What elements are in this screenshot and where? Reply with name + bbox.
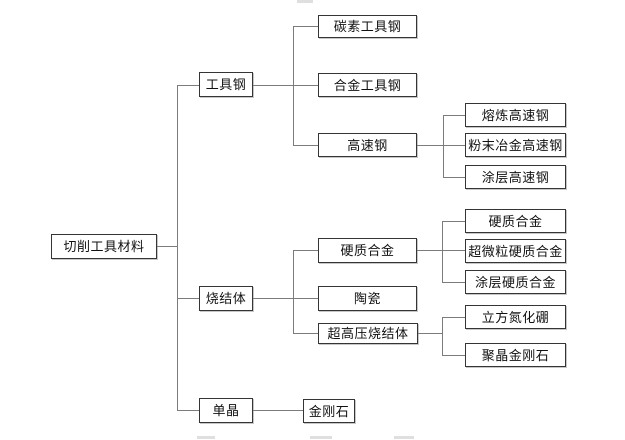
node-label-single-crystal: 单晶 <box>212 403 240 418</box>
cropped-caption-fragment <box>197 436 215 439</box>
connector-line <box>442 317 465 319</box>
node-label-diamond: 金刚石 <box>308 403 350 419</box>
node-label-coated-carbide: 涂层硬质合金 <box>474 274 556 290</box>
node-ceramic: 陶瓷 <box>318 286 417 311</box>
connector-line <box>418 333 442 335</box>
node-carbide-group: 硬质合金 <box>318 238 417 263</box>
node-label-coated-hss: 涂层高速钢 <box>481 169 550 185</box>
connector-line <box>293 333 318 335</box>
node-label-tool-steel: 工具钢 <box>205 77 247 92</box>
node-label-carbide-group: 硬质合金 <box>340 243 395 258</box>
cropped-caption-fragment <box>297 0 313 3</box>
connector-line <box>156 246 178 248</box>
node-coated-hss: 涂层高速钢 <box>465 165 566 189</box>
node-label-pcd: 聚晶金刚石 <box>481 347 550 363</box>
connector-line <box>443 115 445 177</box>
node-high-speed-steel: 高速钢 <box>318 133 417 157</box>
node-label-carbon-tool-steel: 碳素工具钢 <box>333 19 402 34</box>
node-tool-steel: 工具钢 <box>199 72 253 97</box>
node-ultrafine-carbide: 超微粒硬质合金 <box>465 239 566 263</box>
cropped-caption-fragment <box>394 436 414 439</box>
node-label-pm-hss: 粉末冶金高速钢 <box>468 137 563 153</box>
node-pcd: 聚晶金刚石 <box>465 343 566 367</box>
connector-line <box>293 26 295 145</box>
connector-line <box>177 85 179 410</box>
node-carbon-tool-steel: 碳素工具钢 <box>318 15 417 38</box>
node-carbide: 硬质合金 <box>465 209 566 233</box>
node-melted-hss: 熔炼高速钢 <box>465 103 566 127</box>
node-label-melted-hss: 熔炼高速钢 <box>481 107 550 123</box>
node-label-carbide: 硬质合金 <box>488 213 543 229</box>
connector-line <box>442 317 444 355</box>
node-diamond: 金刚石 <box>303 399 355 423</box>
node-label-uhp-sintered: 超高压烧结体 <box>327 326 409 341</box>
connector-line <box>293 26 318 28</box>
node-coated-carbide: 涂层硬质合金 <box>465 270 566 294</box>
connector-line <box>442 221 444 282</box>
node-label-ultrafine-carbide: 超微粒硬质合金 <box>468 243 563 259</box>
connector-line <box>417 145 465 147</box>
connector-line <box>253 410 303 412</box>
node-label-alloy-tool-steel: 合金工具钢 <box>333 77 402 93</box>
connector-line <box>177 85 199 87</box>
node-alloy-tool-steel: 合金工具钢 <box>318 73 417 97</box>
connector-line <box>177 298 199 300</box>
node-sintered-body: 烧结体 <box>199 286 253 311</box>
node-label-cbn: 立方氮化硼 <box>481 309 550 325</box>
node-root: 切削工具材料 <box>51 234 157 259</box>
connector-line <box>443 115 465 117</box>
node-single-crystal: 单晶 <box>199 398 253 423</box>
connector-line <box>253 85 318 87</box>
connector-line <box>293 145 318 147</box>
node-pm-hss: 粉末冶金高速钢 <box>465 133 566 157</box>
node-label-root: 切削工具材料 <box>63 239 145 254</box>
connector-line <box>443 177 465 179</box>
node-cbn: 立方氮化硼 <box>465 305 566 329</box>
connector-line <box>442 282 465 284</box>
connector-line <box>442 355 465 357</box>
node-label-sintered-body: 烧结体 <box>205 291 247 306</box>
node-uhp-sintered: 超高压烧结体 <box>318 323 418 344</box>
connector-line <box>293 250 295 333</box>
connector-line <box>417 250 465 252</box>
connector-line <box>253 298 318 300</box>
connector-line <box>293 250 318 252</box>
cropped-caption-fragment <box>310 436 332 439</box>
node-label-ceramic: 陶瓷 <box>353 291 381 306</box>
connector-line <box>442 221 465 223</box>
node-label-high-speed-steel: 高速钢 <box>347 137 388 153</box>
connector-line <box>177 410 199 412</box>
